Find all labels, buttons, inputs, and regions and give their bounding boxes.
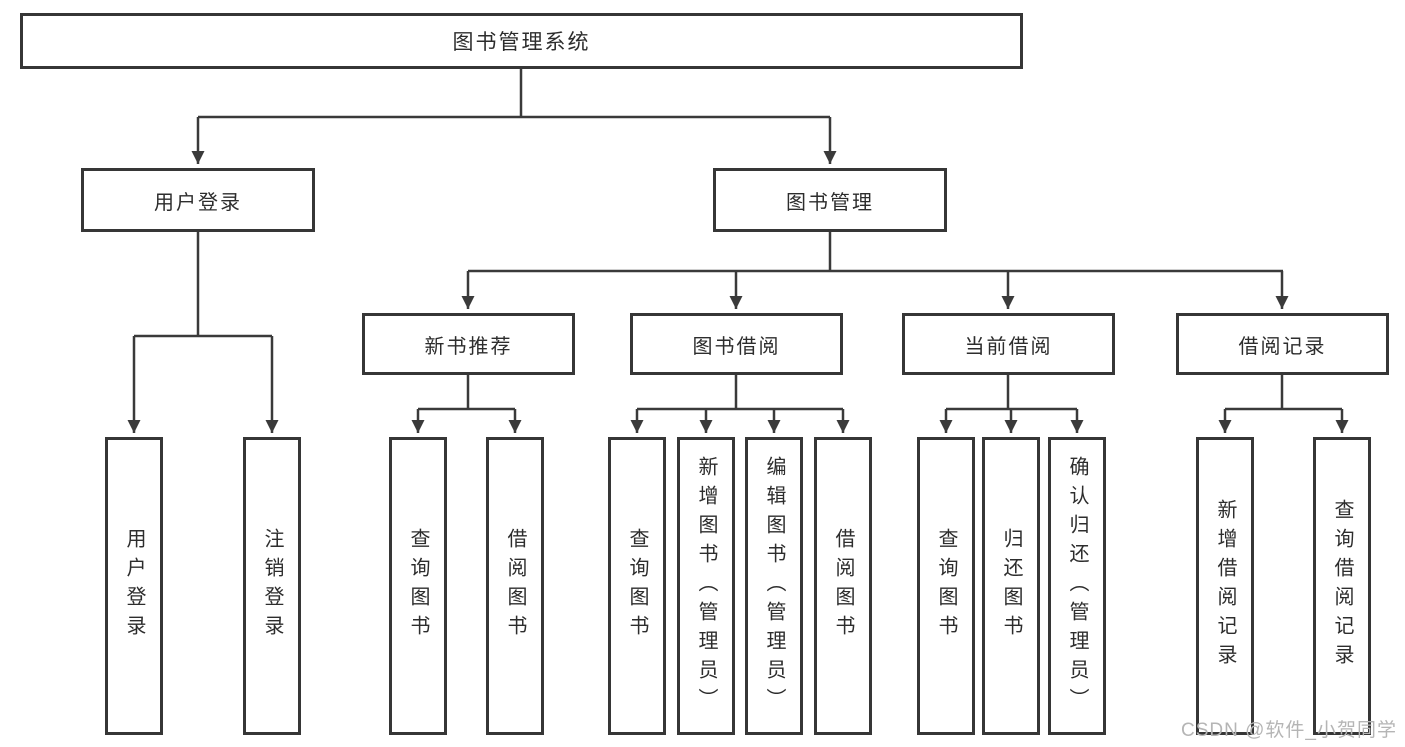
- leaf-label: 查询图书: [626, 528, 648, 644]
- leaf-add-borrow-record: 新增借阅记录: [1196, 437, 1254, 735]
- leaf-label: 编辑图书（管理员）: [763, 455, 785, 717]
- node-library-management-system: 图书管理系统: [20, 13, 1023, 69]
- leaf-label: 归还图书: [1000, 528, 1022, 644]
- leaf-edit-books-admin: 编辑图书（管理员）: [745, 437, 803, 735]
- node-book-management-branch: 图书管理: [713, 168, 947, 232]
- leaf-query-books-1: 查询图书: [389, 437, 447, 735]
- leaf-logout: 注销登录: [243, 437, 301, 735]
- node-book-borrowing: 图书借阅: [630, 313, 843, 375]
- leaf-borrow-books-2: 借阅图书: [814, 437, 872, 735]
- leaf-label: 借阅图书: [832, 528, 854, 644]
- node-user-login-branch: 用户登录: [81, 168, 315, 232]
- leaf-query-books-3: 查询图书: [917, 437, 975, 735]
- csdn-watermark: CSDN @软件_小贺同学: [1181, 720, 1397, 741]
- leaf-label: 注销登录: [261, 528, 283, 644]
- leaf-label: 新增借阅记录: [1214, 499, 1236, 673]
- leaf-query-books-2: 查询图书: [608, 437, 666, 735]
- leaf-label: 用户登录: [123, 528, 145, 644]
- leaf-borrow-books-1: 借阅图书: [486, 437, 544, 735]
- leaf-label: 查询图书: [935, 528, 957, 644]
- node-new-book-recommendation: 新书推荐: [362, 313, 575, 375]
- leaf-add-books-admin: 新增图书（管理员）: [677, 437, 735, 735]
- leaf-label: 新增图书（管理员）: [695, 455, 717, 717]
- leaf-return-books: 归还图书: [982, 437, 1040, 735]
- leaf-confirm-return-admin: 确认归还（管理员）: [1048, 437, 1106, 735]
- leaf-query-borrow-record: 查询借阅记录: [1313, 437, 1371, 735]
- node-borrowing-records: 借阅记录: [1176, 313, 1389, 375]
- leaf-label: 查询图书: [407, 528, 429, 644]
- leaf-label: 借阅图书: [504, 528, 526, 644]
- node-current-borrowing: 当前借阅: [902, 313, 1115, 375]
- leaf-label: 查询借阅记录: [1331, 499, 1353, 673]
- leaf-user-login: 用户登录: [105, 437, 163, 735]
- leaf-label: 确认归还（管理员）: [1066, 455, 1088, 717]
